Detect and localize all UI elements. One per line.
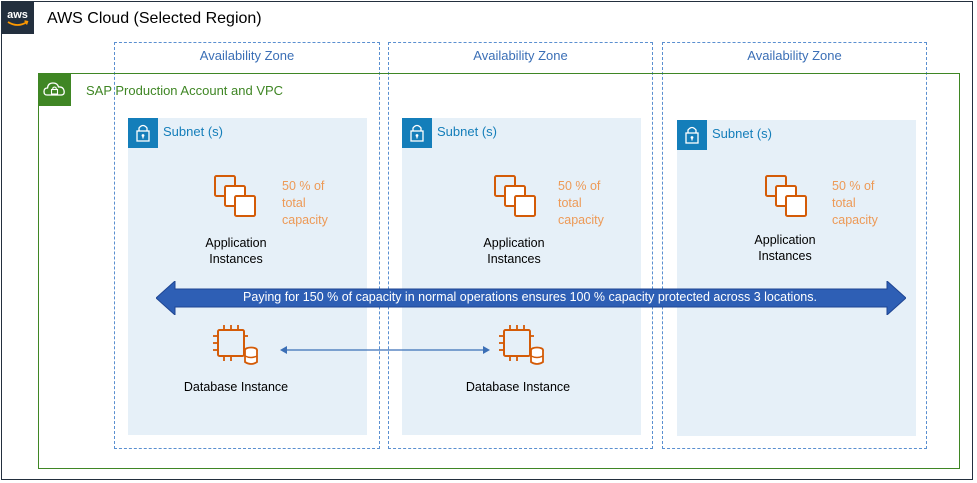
db-instance-label-1: Database Instance xyxy=(183,380,289,394)
vpc-title: SAP Production Account and VPC xyxy=(86,83,284,98)
availability-zone-1 xyxy=(114,42,380,449)
aws-logo-icon: aws xyxy=(1,1,34,34)
capacity-label-3: 50 % of total capacity xyxy=(832,179,878,227)
subnet-2 xyxy=(402,118,641,435)
az-label-2: Availability Zone xyxy=(473,48,568,63)
az-label-3: Availability Zone xyxy=(747,48,842,63)
ec2-instances-icon xyxy=(493,174,539,225)
az-label-1: Availability Zone xyxy=(199,48,295,63)
cloud-title: AWS Cloud (Selected Region) xyxy=(47,10,262,27)
ec2-instances-icon xyxy=(764,174,810,225)
ec2-db-instance-icon xyxy=(212,324,260,375)
padlock-icon xyxy=(677,120,707,150)
subnet-label-3: Subnet (s) xyxy=(712,126,772,141)
db-instance-label-2: Database Instance xyxy=(465,380,571,394)
vpc-group xyxy=(38,73,960,469)
subnet-3 xyxy=(677,120,916,436)
app-instances-label-2: Application Instances xyxy=(483,236,545,266)
capacity-banner-text: Paying for 150 % of capacity in normal o… xyxy=(243,290,817,304)
subnet-1 xyxy=(128,118,367,435)
db-replication-arrow xyxy=(280,343,490,361)
aws-logo-text: aws xyxy=(7,9,28,21)
capacity-label-2: 50 % of total capacity xyxy=(558,179,604,227)
availability-zone-2 xyxy=(388,42,653,449)
subnet-label-2: Subnet (s) xyxy=(437,124,497,139)
subnet-label-1: Subnet (s) xyxy=(163,124,223,139)
padlock-icon xyxy=(128,118,158,148)
padlock-icon xyxy=(402,118,432,148)
ec2-instances-icon xyxy=(213,174,259,225)
app-instances-label-3: Application Instances xyxy=(754,233,816,263)
availability-zone-3 xyxy=(662,42,927,449)
vpc-cloud-lock-icon xyxy=(38,73,71,106)
capacity-label-1: 50 % of total capacity xyxy=(282,179,328,227)
ec2-db-instance-icon xyxy=(498,324,546,375)
app-instances-label-1: Application Instances xyxy=(205,236,267,266)
